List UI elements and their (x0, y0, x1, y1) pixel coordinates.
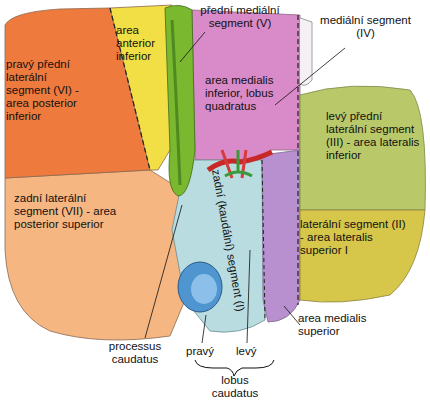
leader-line (202, 315, 206, 343)
gallbladder (165, 5, 195, 196)
region-label: levý přední laterální segment (III) - ar… (326, 110, 421, 162)
vena-cava (178, 262, 222, 312)
region-label: lobus caudatus (204, 374, 266, 400)
leader-line (275, 48, 345, 105)
region-label: processus caudatus (95, 340, 175, 366)
ligament (300, 18, 312, 85)
region-label: mediální segment (IV) (318, 14, 413, 40)
area-medialis-superior (262, 150, 300, 322)
region-label: pravý přední laterální segment (VI) - ar… (6, 58, 94, 123)
region-label: laterální segment (II) - area lateralis … (300, 218, 410, 257)
segment-vii (5, 170, 185, 340)
leader-line (180, 32, 205, 62)
segment-ii (300, 210, 425, 302)
region-label: area medialis inferior, lobus quadratus (205, 74, 287, 113)
leader-line (284, 306, 300, 325)
region-label: levý (236, 345, 276, 358)
brace (195, 360, 274, 376)
segment-iv-inferior (192, 10, 300, 160)
region-label: area anterior inferior (116, 24, 172, 63)
segment-border (297, 15, 298, 305)
region-label: area medialis superior (298, 312, 368, 338)
segment-iii (300, 86, 425, 210)
segment-border (262, 160, 265, 320)
vena-cava-lumen (191, 274, 217, 304)
gallbladder-shade (172, 20, 180, 185)
region-label: zadní laterální segment (VII) - area pos… (14, 192, 124, 231)
leader-line (145, 205, 182, 338)
region-label: přední mediální segment (V) (190, 4, 290, 30)
region-label: pravý (186, 345, 226, 358)
leader-line (247, 250, 250, 343)
bile-duct (225, 150, 252, 176)
